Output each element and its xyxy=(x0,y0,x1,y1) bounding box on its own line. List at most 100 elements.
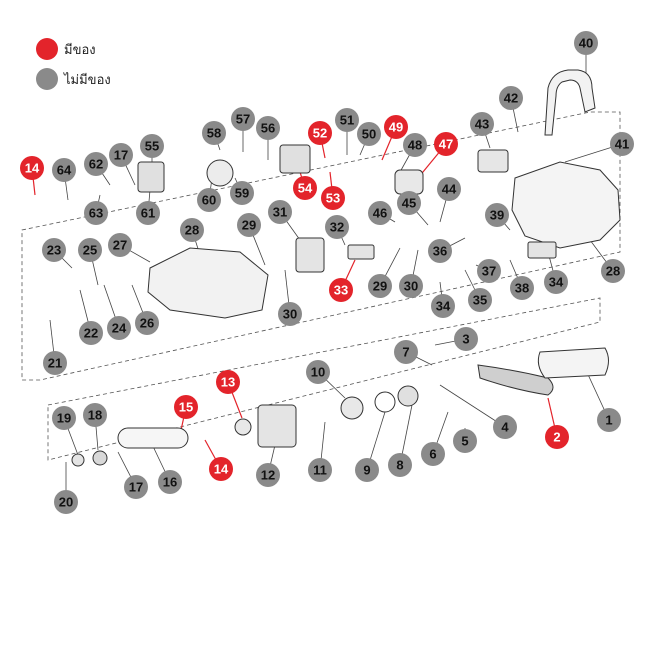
callout-part-2: 2 xyxy=(545,425,569,449)
callout-circle xyxy=(368,274,392,298)
callout-part-55: 55 xyxy=(140,134,164,158)
callout-circle xyxy=(43,351,67,375)
callout-part-10: 10 xyxy=(306,360,330,384)
callout-number: 60 xyxy=(202,193,216,208)
callout-circle xyxy=(278,302,302,326)
callout-circle xyxy=(135,311,159,335)
legend-unavailable-label: ไม่มีของ xyxy=(64,71,111,87)
callout-circle xyxy=(52,158,76,182)
callout-number: 12 xyxy=(261,468,275,483)
callout-circle xyxy=(597,408,621,432)
callout-part-21: 21 xyxy=(43,351,67,375)
callout-part-14: 14 xyxy=(20,156,44,180)
callout-number: 56 xyxy=(261,121,275,136)
callout-circle xyxy=(421,442,445,466)
callout-number: 7 xyxy=(402,345,409,360)
callout-part-45: 45 xyxy=(397,191,421,215)
callout-part-19: 19 xyxy=(52,406,76,430)
callout-part-6: 6 xyxy=(421,442,445,466)
callout-number: 43 xyxy=(475,117,489,132)
callout-circle xyxy=(52,406,76,430)
callout-circle xyxy=(454,327,478,351)
callout-circle xyxy=(499,86,523,110)
gear-plate xyxy=(279,144,311,174)
callout-number: 27 xyxy=(113,238,127,253)
callout-number: 62 xyxy=(89,157,103,172)
callout-circle xyxy=(108,233,132,257)
legend-available: มีของ xyxy=(36,36,111,62)
callout-circle xyxy=(109,143,133,167)
callout-circle xyxy=(470,112,494,136)
callout-circle xyxy=(437,177,461,201)
callout-number: 40 xyxy=(579,36,593,51)
callout-circle xyxy=(453,429,477,453)
callout-part-28: 28 xyxy=(601,259,625,283)
callout-part-59: 59 xyxy=(230,181,254,205)
callout-number: 28 xyxy=(606,264,620,279)
callout-circle xyxy=(78,238,102,262)
callout-circle xyxy=(237,213,261,237)
callout-part-13: 13 xyxy=(216,370,240,394)
callout-number: 36 xyxy=(433,244,447,259)
callout-circle xyxy=(394,340,418,364)
callout-part-5: 5 xyxy=(453,429,477,453)
saw-chain xyxy=(477,364,554,396)
callout-circle xyxy=(230,181,254,205)
callout-number: 11 xyxy=(313,463,327,478)
callout-part-56: 56 xyxy=(256,116,280,140)
callout-number: 1 xyxy=(605,413,612,428)
callout-circle xyxy=(468,288,492,312)
callout-part-64: 64 xyxy=(52,158,76,182)
callout-circle xyxy=(140,134,164,158)
leader-line-4 xyxy=(439,384,506,428)
callout-number: 57 xyxy=(236,112,250,127)
callout-circle xyxy=(308,121,332,145)
callout-circle xyxy=(256,463,280,487)
callout-part-16: 16 xyxy=(158,470,182,494)
callout-part-33: 33 xyxy=(329,278,353,302)
callout-part-60: 60 xyxy=(197,188,221,212)
callout-circle xyxy=(308,458,332,482)
bar-cover xyxy=(257,404,297,448)
callout-part-40: 40 xyxy=(574,31,598,55)
callout-circle xyxy=(321,186,345,210)
callout-number: 30 xyxy=(283,307,297,322)
callout-circle xyxy=(54,490,78,514)
callout-circle xyxy=(384,115,408,139)
switch-block xyxy=(347,244,375,260)
callout-part-1: 1 xyxy=(597,408,621,432)
callout-part-26: 26 xyxy=(135,311,159,335)
callout-part-24: 24 xyxy=(107,316,131,340)
callout-part-50: 50 xyxy=(357,122,381,146)
sprocket xyxy=(340,396,364,420)
callout-number: 54 xyxy=(298,181,313,196)
callout-circle xyxy=(610,132,634,156)
callout-part-17: 17 xyxy=(124,475,148,499)
callout-part-11: 11 xyxy=(308,458,332,482)
callout-part-63: 63 xyxy=(84,201,108,225)
callout-part-42: 42 xyxy=(499,86,523,110)
callout-circle xyxy=(256,116,280,140)
callout-part-14: 14 xyxy=(209,457,233,481)
callout-circle xyxy=(388,453,412,477)
callout-part-22: 22 xyxy=(79,321,103,345)
callout-number: 31 xyxy=(273,205,287,220)
callout-part-4: 4 xyxy=(493,415,517,439)
callout-part-52: 52 xyxy=(308,121,332,145)
callout-part-3: 3 xyxy=(454,327,478,351)
callout-part-8: 8 xyxy=(388,453,412,477)
callout-circle xyxy=(231,107,255,131)
callout-number: 10 xyxy=(311,365,325,380)
right-housing xyxy=(511,161,621,249)
callout-circle xyxy=(136,201,160,225)
callout-circle xyxy=(293,176,317,200)
callout-circle xyxy=(355,458,379,482)
callout-number: 24 xyxy=(112,321,127,336)
callout-circle xyxy=(107,316,131,340)
callout-number: 33 xyxy=(334,283,348,298)
callout-circle xyxy=(574,31,598,55)
callout-circle xyxy=(325,215,349,239)
callout-part-36: 36 xyxy=(428,239,452,263)
callout-number: 2 xyxy=(553,430,560,445)
